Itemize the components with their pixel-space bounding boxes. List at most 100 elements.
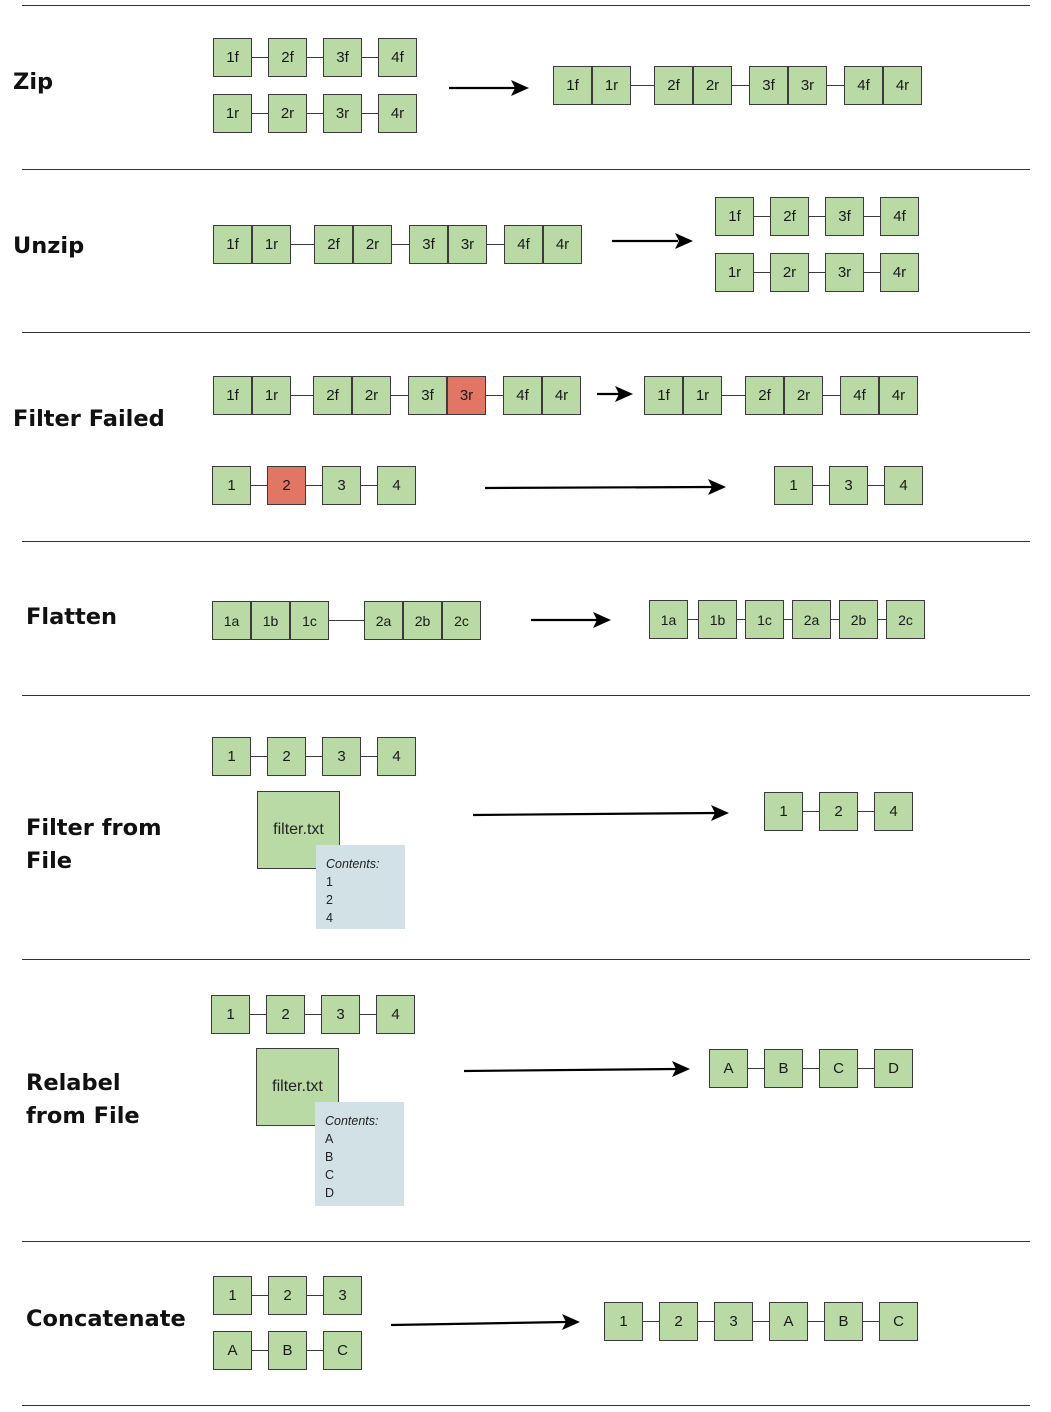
section-divider [22, 5, 1030, 6]
node: 1a [649, 600, 688, 639]
node: 1f [213, 376, 252, 415]
filter-failed-paired-output: 1f 1r 2f 2r 4f 4r [644, 376, 918, 415]
relabel-from-file-output: A B C D [709, 1049, 913, 1088]
link [306, 485, 322, 486]
node: 4r [883, 66, 922, 105]
concatenate-input-letters: A B C [213, 1331, 362, 1370]
filter-file-contents: Contents: 1 2 4 [316, 845, 405, 929]
node: 2r [770, 253, 809, 292]
filter-failed-single-output: 1 3 4 [774, 466, 923, 505]
node: C [879, 1302, 918, 1341]
node: 2r [268, 94, 307, 133]
concatenate-output: 1 2 3 A B C [604, 1302, 918, 1341]
node: 1f [553, 66, 592, 105]
link [307, 1350, 323, 1351]
flatten-input: 1a 1b 1c 2a 2b 2c [212, 601, 481, 640]
contents-line: 2 [326, 893, 333, 907]
node: 4r [542, 376, 581, 415]
node: 1 [764, 792, 803, 831]
node: 3f [749, 66, 788, 105]
flatten-output: 1a 1b 1c 2a 2b 2c [649, 600, 925, 639]
node: 2 [268, 1276, 307, 1315]
node: 4 [377, 737, 416, 776]
link [486, 395, 503, 396]
link [305, 1014, 321, 1015]
filter-from-file-title-line2: File [26, 848, 73, 874]
node: 4r [879, 376, 918, 415]
link [784, 619, 792, 620]
node: 2b [839, 600, 878, 639]
node: 4r [880, 253, 919, 292]
node: 1 [212, 737, 251, 776]
link [748, 1068, 764, 1069]
relabel-file-contents: Contents: A B C D [315, 1102, 404, 1206]
link [362, 113, 378, 114]
link [252, 113, 268, 114]
node: 1 [604, 1302, 643, 1341]
section-divider [22, 169, 1030, 170]
node: C [819, 1049, 858, 1088]
node: 2f [268, 38, 307, 77]
failed-node: 3r [447, 376, 486, 415]
filter-failed-paired-input: 1f 1r 2f 2r 3f 3r 4f 4r [213, 376, 581, 415]
link [878, 619, 886, 620]
node: 2c [442, 601, 481, 640]
contents-line: 4 [326, 911, 333, 925]
link [291, 395, 313, 396]
section-divider [22, 541, 1030, 542]
node: 1r [683, 376, 722, 415]
link [827, 85, 844, 86]
node: 4f [844, 66, 883, 105]
filter-from-file-input: 1 2 3 4 [212, 737, 416, 776]
node: 2f [654, 66, 693, 105]
link [732, 85, 749, 86]
node: 2 [659, 1302, 698, 1341]
link [863, 1321, 879, 1322]
node: 1f [644, 376, 683, 415]
node: 1f [213, 225, 252, 264]
section-divider [22, 1405, 1030, 1406]
unzip-input: 1f 1r 2f 2r 3f 3r 4f 4r [213, 225, 582, 264]
node: 4 [376, 995, 415, 1034]
link [250, 1014, 266, 1015]
link [809, 216, 825, 217]
concatenate-arrow [390, 1314, 580, 1330]
link [722, 395, 745, 396]
node: A [769, 1302, 808, 1341]
relabel-from-file-input: 1 2 3 4 [211, 995, 415, 1034]
link [307, 1295, 323, 1296]
node: 2r [693, 66, 732, 105]
node: C [323, 1331, 362, 1370]
section-divider [22, 1241, 1030, 1242]
concatenate-title: Concatenate [26, 1306, 186, 1332]
zip-output: 1f 1r 2f 2r 3f 3r 4f 4r [553, 66, 922, 105]
link [252, 57, 268, 58]
contents-line: B [325, 1150, 334, 1164]
relabel-from-file-title-line1: Relabel [26, 1070, 121, 1096]
node: 1r [252, 225, 291, 264]
node: 3 [322, 466, 361, 505]
node: 3f [409, 225, 448, 264]
node: 4 [874, 792, 913, 831]
contents-line: D [325, 1186, 335, 1200]
link [688, 619, 698, 620]
contents-line: 1 [326, 875, 333, 889]
link [306, 756, 322, 757]
node: 1 [774, 466, 813, 505]
link [307, 113, 323, 114]
link [362, 57, 378, 58]
link [803, 811, 819, 812]
link [864, 272, 880, 273]
node: 1b [251, 601, 290, 640]
link [391, 395, 408, 396]
section-divider [22, 695, 1030, 696]
node: 2f [314, 225, 353, 264]
link [252, 1350, 268, 1351]
node: B [764, 1049, 803, 1088]
flatten-arrow [531, 612, 611, 628]
node: 2 [266, 995, 305, 1034]
node: 2 [819, 792, 858, 831]
unzip-title: Unzip [13, 233, 85, 259]
link [392, 244, 409, 245]
